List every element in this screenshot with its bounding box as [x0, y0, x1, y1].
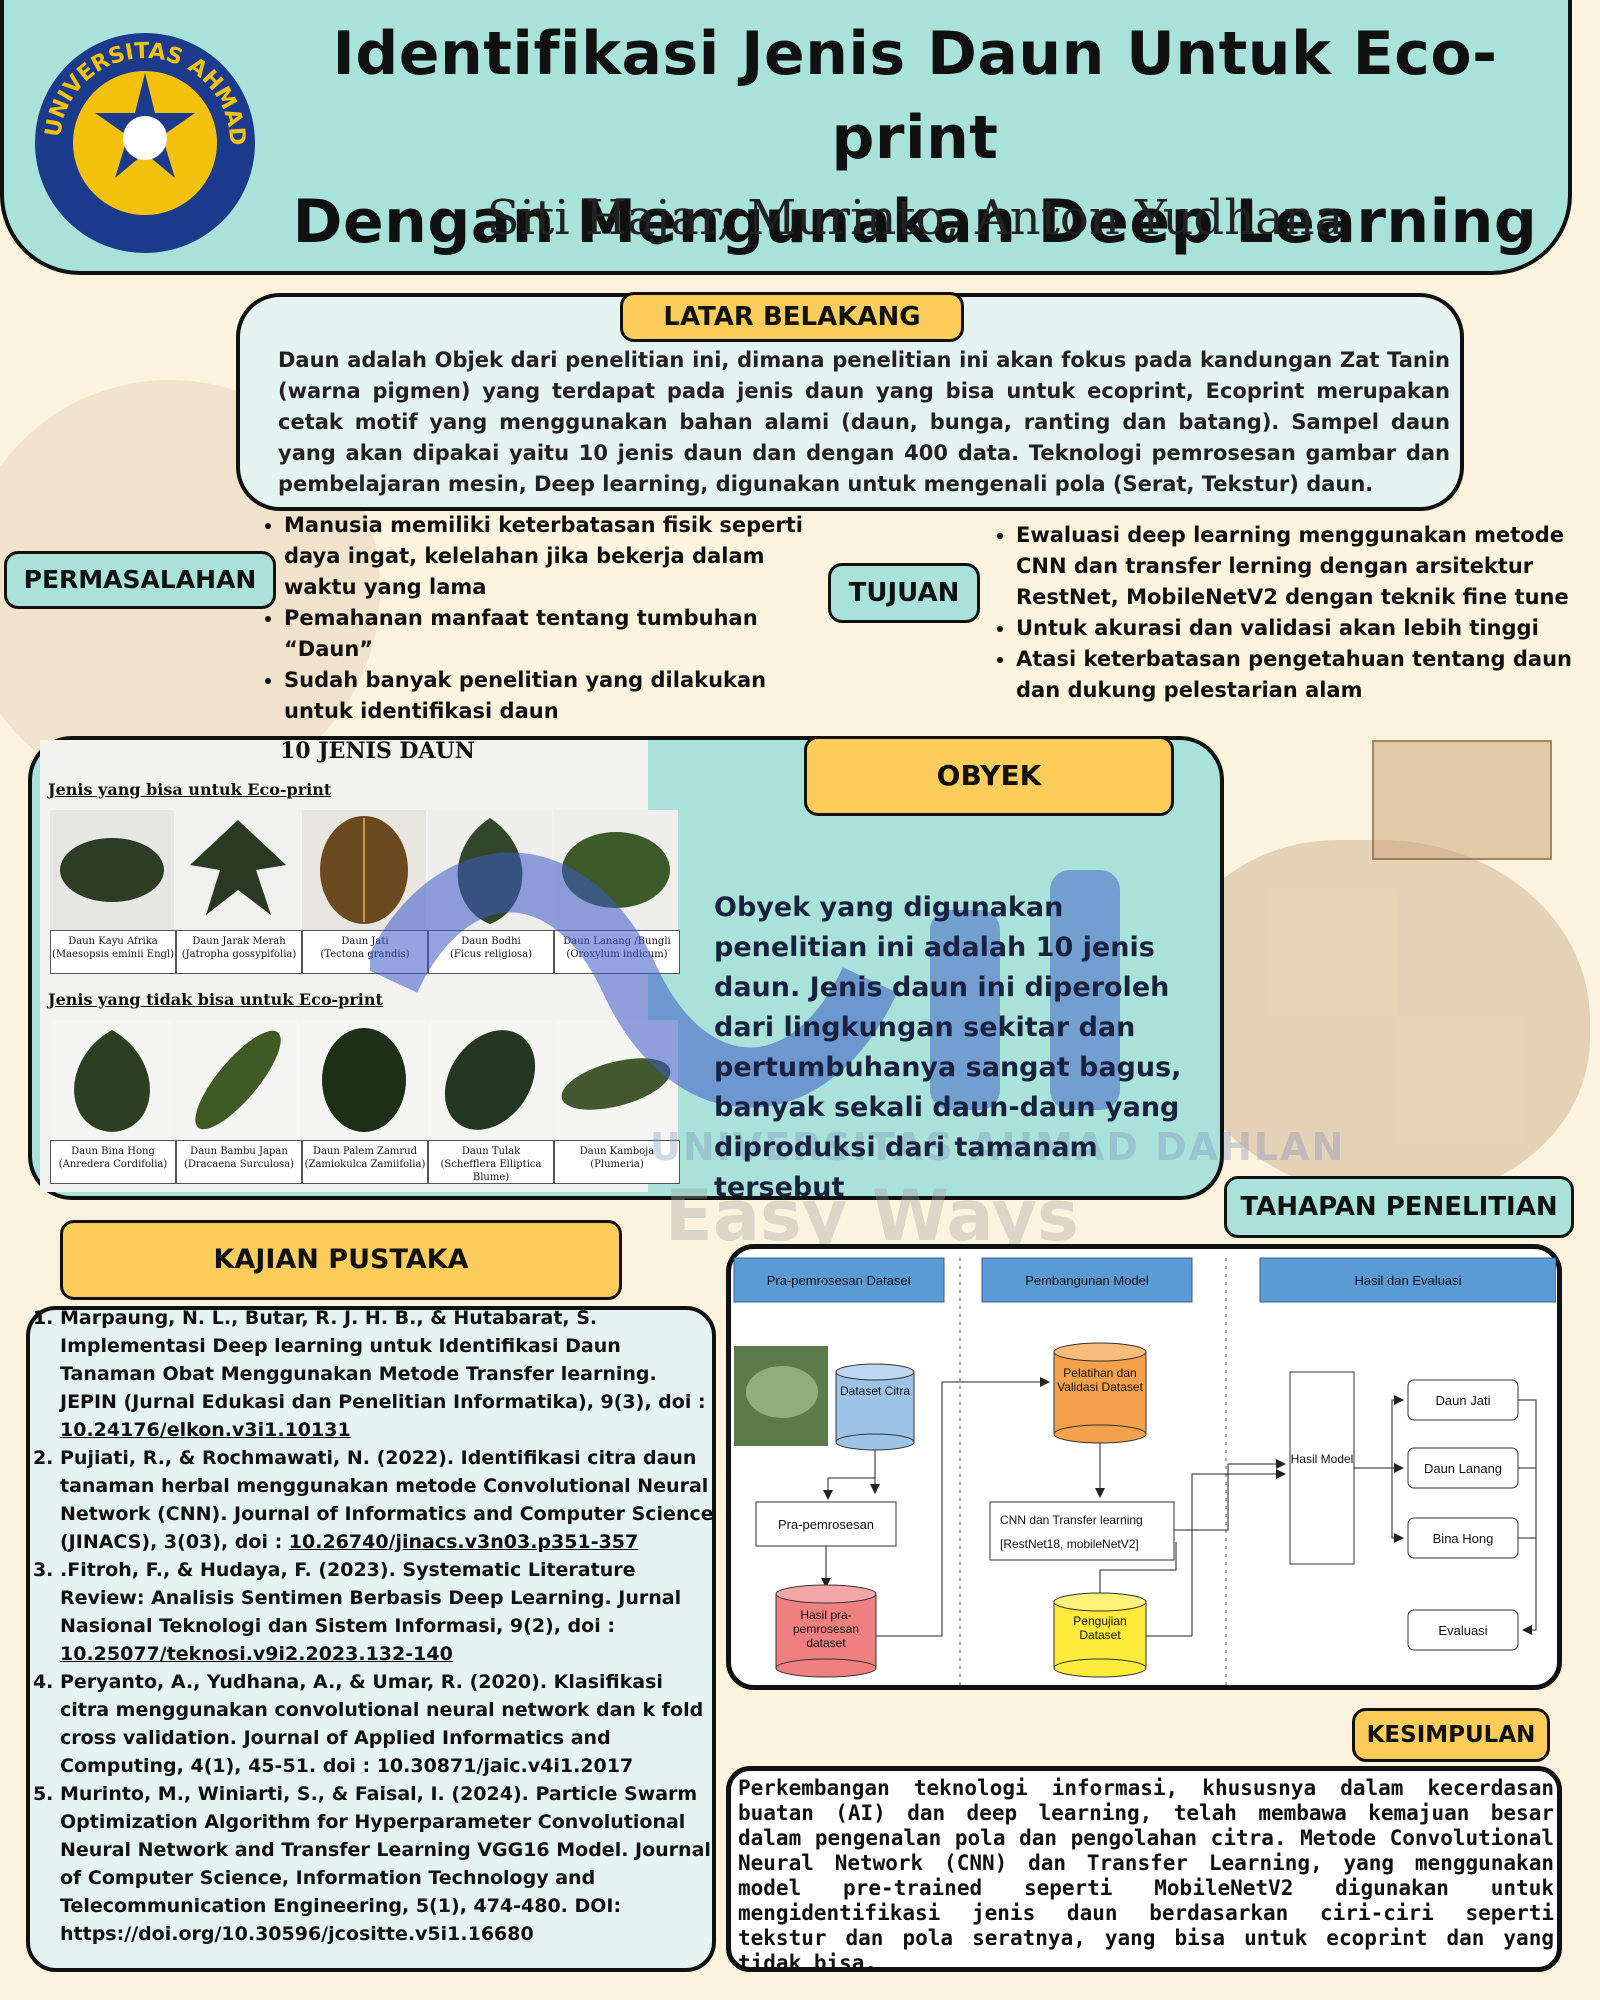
reference-doi-link[interactable]: 10.25077/teknosi.v9i2.2023.132-140	[60, 1643, 453, 1665]
kajian-title: KAJIAN PUSTAKA	[60, 1220, 622, 1300]
leaf-item: Daun Bina Hong(Anredera Cordifolia)	[50, 1020, 176, 1184]
leaf-caption: Daun Bina Hong(Anredera Cordifolia)	[50, 1140, 176, 1184]
svg-text:CNN dan Transfer learning: CNN dan Transfer learning	[1000, 1513, 1143, 1527]
lane-header	[733, 1257, 945, 1303]
leaf-item: Daun Palem Zamrud(Zamiokulca Zamiifolia)	[302, 1020, 428, 1184]
leaf-caption: Daun Palem Zamrud(Zamiokulca Zamiifolia)	[302, 1140, 428, 1184]
lane-label: Hasil dan Evaluasi	[1355, 1273, 1462, 1288]
svg-text:[RestNet18, mobileNetV2]: [RestNet18, mobileNetV2]	[1000, 1537, 1139, 1551]
flow-arrow	[876, 1377, 1050, 1637]
reference-item: Pujiati, R., & Rochmawati, N. (2022). Id…	[60, 1444, 714, 1556]
tahapan-title: TAHAPAN PENELITIAN	[1224, 1176, 1574, 1238]
node-evaluasi: Evaluasi	[1407, 1609, 1519, 1651]
list-item: Sudah banyak penelitian yang dilakukan u…	[284, 665, 836, 727]
leaf-image	[50, 1020, 174, 1140]
reference-item: Marpaung, N. L., Butar, R. J. H. B., & H…	[60, 1304, 714, 1444]
svg-text:Evaluasi: Evaluasi	[1438, 1623, 1487, 1638]
lane-label: Pembangunan Model	[1025, 1273, 1149, 1288]
header-banner	[0, 0, 1572, 275]
leaf-caption: Daun Kayu Afrika(Maesopsis eminii Engl)	[50, 930, 176, 974]
svg-text:Bina Hong: Bina Hong	[1433, 1531, 1494, 1546]
kajian-card	[26, 1306, 716, 1972]
leaf-caption: Daun Jarak Merah(Jatropha gossypifolia)	[176, 930, 302, 974]
lane-header	[981, 1257, 1193, 1303]
leaf-image	[176, 810, 300, 930]
leaf-panel-heading: 10 JENIS DAUN	[280, 738, 475, 764]
kajian-list: Marpaung, N. L., Butar, R. J. H. B., & H…	[38, 1304, 714, 1948]
watermark-text-2: Easy Ways	[665, 1175, 1079, 1257]
title-line-1: Identifikasi Jenis Daun Untuk Eco-print	[332, 19, 1498, 173]
leaf-item: Daun Kayu Afrika(Maesopsis eminii Engl)	[50, 810, 176, 974]
leaf-row-2: Daun Bina Hong(Anredera Cordifolia) Daun…	[50, 1020, 680, 1184]
permasalahan-title: PERMASALAHAN	[4, 551, 276, 609]
latar-text: Daun adalah Objek dari penelitian ini, d…	[278, 348, 1450, 496]
obyek-text: Obyek yang digunakan penelitian ini adal…	[714, 892, 1182, 1203]
leaf-item: Daun Jarak Merah(Jatropha gossypifolia)	[176, 810, 302, 974]
permasalahan-list: Manusia memiliki keterbatasan fisik sepe…	[256, 510, 836, 727]
leaf-photo-leaf	[746, 1366, 818, 1418]
list-item: Atasi keterbatasan pengetahuan tentang d…	[1016, 644, 1588, 706]
leaf-caption: Daun Bodhi(Ficus religiosa)	[428, 930, 554, 974]
node-pelatihan: Pelatihan dan Validasi Dataset	[1053, 1342, 1147, 1444]
kesimpulan-text: Perkembangan teknologi informasi, khusus…	[738, 1776, 1554, 1975]
poster-title: Identifikasi Jenis Daun Untuk Eco-print …	[260, 12, 1570, 264]
list-item: Manusia memiliki keterbatasan fisik sepe…	[284, 510, 836, 603]
decor-leaf-shape	[1170, 840, 1590, 1200]
flow-arrow	[1174, 1459, 1286, 1531]
obyek-title: OBYEK	[804, 736, 1174, 816]
university-logo: UNIVERSITAS AHMAD DAHLAN	[21, 9, 260, 258]
svg-text:Daun Jati: Daun Jati	[1436, 1393, 1491, 1408]
node-hasil-model: Hasil Model	[1289, 1371, 1355, 1565]
reference-item: Murinto, M., Winiarti, S., & Faisal, I. …	[60, 1780, 714, 1948]
leaf-item: Daun Bambu Japan(Dracaena Surculosa)	[176, 1020, 302, 1184]
authors: Siti Hajar, Murinto, Anton Yudhana	[486, 190, 1344, 246]
lane-label: Pra-pemrosesan Dataset	[767, 1273, 912, 1288]
flow-diagram: Pra-pemrosesan Dataset Pembangunan Model…	[732, 1252, 1557, 1686]
leaf-image	[50, 810, 174, 930]
flow-arrow	[1391, 1395, 1404, 1468]
decor-compost-box	[1372, 740, 1552, 860]
watermark-logo	[362, 830, 1220, 1130]
leaf-caption: Daun Tulak(Schefflera Elliptica Blume)	[428, 1140, 554, 1184]
tujuan-title: TUJUAN	[828, 563, 980, 623]
reference-item: Peryanto, A., Yudhana, A., & Umar, R. (2…	[60, 1668, 714, 1780]
node-pengujian: Pengujian Dataset	[1053, 1592, 1147, 1678]
leaf-image	[302, 1020, 426, 1140]
lane-header	[1259, 1257, 1557, 1303]
svg-text:Daun Lanang: Daun Lanang	[1424, 1461, 1502, 1476]
node-out3: Bina Hong	[1407, 1517, 1519, 1559]
latar-title: LATAR BELAKANG	[620, 292, 964, 342]
leaf-caption: Daun Kamboja(Plumeria)	[554, 1140, 680, 1184]
leaf-item: Daun Jati(Tectona grandis)	[302, 810, 428, 974]
list-item: Untuk akurasi dan validasi akan lebih ti…	[1016, 613, 1588, 644]
list-item: Pemahanan manfaat tentang tumbuhan “Daun…	[284, 603, 836, 665]
flow-arrow	[1391, 1468, 1404, 1543]
node-out1: Daun Jati	[1407, 1379, 1519, 1421]
leaf-image	[428, 1020, 552, 1140]
svg-text:Pra-pemrosesan: Pra-pemrosesan	[778, 1517, 874, 1532]
list-item: Ewaluasi deep learning menggunakan metod…	[1016, 520, 1588, 613]
leaf-image	[176, 1020, 300, 1140]
watermark-text-1: UNIVERSITAS AHMAD DAHLAN	[650, 1125, 1346, 1169]
reference-doi-link[interactable]: 10.26740/jinacs.v3n03.p351-357	[288, 1531, 639, 1553]
leaf-item: Daun Tulak(Schefflera Elliptica Blume)	[428, 1020, 554, 1184]
node-hasil-pra: Hasil pra-pemrosesan dataset	[775, 1584, 877, 1678]
flow-arrow	[1191, 1469, 1286, 1636]
node-cnn: CNN dan Transfer learning [RestNet18, mo…	[989, 1501, 1175, 1561]
reference-doi-link[interactable]: 10.24176/elkon.v3i1.10131	[60, 1419, 351, 1441]
flow-arrow	[1518, 1399, 1537, 1635]
leaf-image	[302, 810, 426, 930]
node-dataset: Dataset Citra	[835, 1363, 915, 1451]
kesimpulan-title: KESIMPULAN	[1352, 1708, 1550, 1762]
group2-label: Jenis yang tidak bisa untuk Eco-print	[48, 990, 383, 1009]
reference-item: .Fitroh, F., & Hudaya, F. (2023). System…	[60, 1556, 714, 1668]
node-pra: Pra-pemrosesan	[755, 1501, 897, 1547]
tujuan-list: Ewaluasi deep learning menggunakan metod…	[988, 520, 1588, 706]
leaf-caption: Daun Bambu Japan(Dracaena Surculosa)	[176, 1140, 302, 1184]
group1-label: Jenis yang bisa untuk Eco-print	[48, 780, 332, 799]
kesimpulan-card	[726, 1766, 1562, 1972]
title-line-2: Dengan Mengunakan Deep Learning	[292, 187, 1538, 257]
node-out2: Daun Lanang	[1407, 1447, 1519, 1489]
